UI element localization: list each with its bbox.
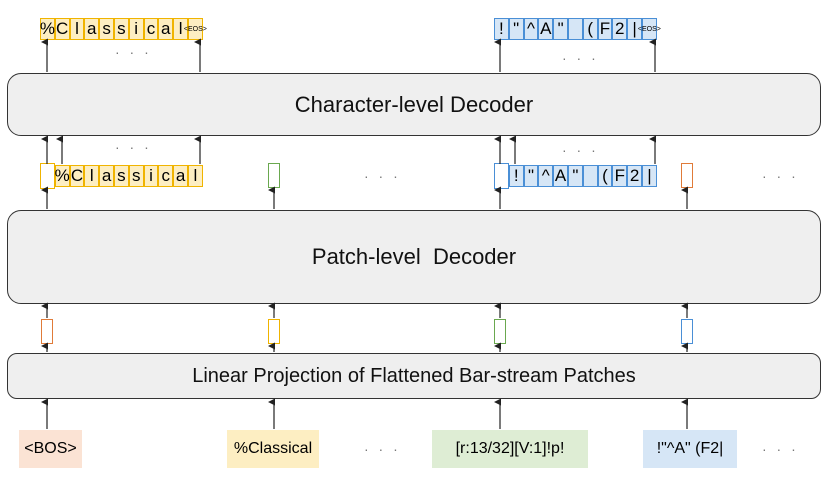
input-token-classical: %Classical xyxy=(227,430,319,468)
linear-projection: Linear Projection of Flattened Bar-strea… xyxy=(7,353,821,399)
outYellow-char-10: <EOS> xyxy=(184,18,207,40)
outBlue-char-4: " xyxy=(553,18,568,40)
outYellow-char-2: l xyxy=(69,18,85,40)
input-token-classical-label: %Classical xyxy=(233,440,313,457)
ellipsis-mid-right: · · · xyxy=(562,142,599,158)
patch-embedding-3 xyxy=(494,319,506,344)
inYellow-char-6: s xyxy=(128,165,144,187)
inBlue-char-0 xyxy=(494,163,509,189)
patch-output-green xyxy=(268,163,280,188)
inYellow-char-9: a xyxy=(173,165,188,187)
ellipsis-input-1: · · · xyxy=(364,441,401,457)
inYellow-char-8: c xyxy=(158,165,174,187)
input-token-notes: !"^A" (F2| xyxy=(643,430,737,468)
outYellow-char-3: a xyxy=(84,18,100,40)
inYellow-char-5: s xyxy=(114,165,129,187)
outYellow-char-0: % xyxy=(39,18,55,40)
outBlue-char-6: ( xyxy=(582,18,598,40)
inYellow-char-1: % xyxy=(54,165,70,187)
character-level-decoder-label: Character-level Decoder xyxy=(294,91,534,117)
inYellow-char-4: a xyxy=(99,165,114,187)
inBlue-char-10: | xyxy=(642,165,657,187)
outYellow-char-7: c xyxy=(143,18,159,40)
input-token-bos-label: <BOS> xyxy=(24,440,77,457)
inBlue-char-1: ! xyxy=(508,165,524,187)
inYellow-char-7: i xyxy=(143,165,159,187)
outYellow-char-6: i xyxy=(128,18,144,40)
outBlue-char-9: | xyxy=(627,18,642,40)
patch-level-decoder: Patch-level Decoder xyxy=(7,210,821,304)
ellipsis-patch-out-2: · · · xyxy=(762,168,799,184)
inYellow-char-10: l xyxy=(188,165,203,187)
patch-embedding-2 xyxy=(268,319,280,344)
linear-projection-label: Linear Projection of Flattened Bar-strea… xyxy=(192,364,636,387)
patch-embedding-1 xyxy=(41,319,53,344)
patch-level-decoder-label: Patch-level Decoder xyxy=(311,244,517,269)
inYellow-char-3: l xyxy=(84,165,100,187)
outBlue-char-3: A xyxy=(538,18,554,40)
outYellow-char-4: s xyxy=(99,18,114,40)
outBlue-char-10: <EOS> xyxy=(638,18,661,40)
outBlue-char-1: " xyxy=(508,18,524,40)
outYellow-char-5: s xyxy=(114,18,129,40)
inYellow-char-2: C xyxy=(69,165,85,187)
outBlue-char-7: F xyxy=(597,18,613,40)
inBlue-char-8: F xyxy=(612,165,628,187)
patch-embedding-4 xyxy=(681,319,693,344)
input-token-bos: <BOS> xyxy=(19,430,82,468)
inBlue-char-7: ( xyxy=(597,165,613,187)
character-level-decoder: Character-level Decoder xyxy=(7,73,821,136)
input-token-bar-label: [r:13/32][V:1]!p! xyxy=(455,440,565,457)
ellipsis-top-right: · · · xyxy=(562,50,599,66)
outYellow-char-1: C xyxy=(54,18,70,40)
outYellow-char-8: a xyxy=(158,18,174,40)
ellipsis-patch-out-1: · · · xyxy=(364,168,401,184)
inBlue-char-9: 2 xyxy=(627,165,642,187)
patch-output-orange xyxy=(681,163,693,188)
inBlue-char-3: ^ xyxy=(538,165,554,187)
input-token-notes-label: !"^A" (F2| xyxy=(656,440,724,457)
outBlue-char-8: 2 xyxy=(612,18,628,40)
inBlue-char-5: " xyxy=(568,165,583,187)
ellipsis-top-left: · · · xyxy=(115,44,152,60)
input-token-bar: [r:13/32][V:1]!p! xyxy=(432,430,588,468)
outBlue-char-5 xyxy=(568,18,583,40)
ellipsis-mid-left: · · · xyxy=(115,139,152,155)
outYellow-char-9: l xyxy=(173,18,188,40)
ellipsis-input-2: · · · xyxy=(762,441,799,457)
inBlue-char-6 xyxy=(582,165,598,187)
inBlue-char-2: " xyxy=(523,165,539,187)
inBlue-char-4: A xyxy=(553,165,568,187)
outBlue-char-0: ! xyxy=(494,18,509,40)
inYellow-char-0 xyxy=(40,163,55,189)
outBlue-char-2: ^ xyxy=(523,18,539,40)
